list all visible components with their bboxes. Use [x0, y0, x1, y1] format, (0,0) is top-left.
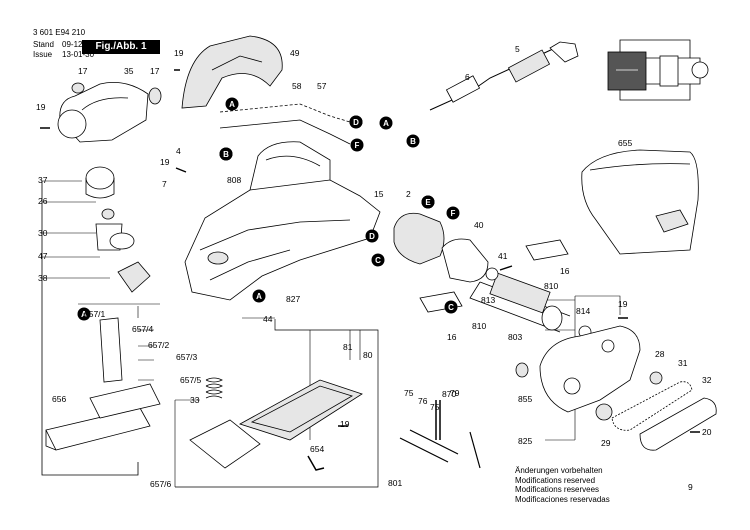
part-label-40: 654 [310, 444, 324, 454]
part-label-16: 20 [702, 427, 712, 437]
part-label-47: 657/5 [180, 375, 202, 385]
part-label-26: 38 [38, 273, 48, 283]
connector-d-10: D [365, 229, 379, 243]
part-label-17: 26 [38, 196, 48, 206]
connector-a-2: A [252, 289, 266, 303]
svg-text:E: E [425, 198, 431, 207]
note-es: Modificaciones reservadas [515, 494, 610, 504]
part-label-38: 80 [363, 350, 373, 360]
note-fr: Modifications reservees [515, 485, 600, 495]
part-label-27: 40 [474, 220, 484, 230]
connector-c-7: C [371, 253, 385, 267]
part-label-36: 76 [418, 396, 428, 406]
part-label-20: 30 [38, 228, 48, 238]
part-label-30: 47 [38, 251, 48, 261]
notes: Änderungen vorbehalten Modifications res… [515, 466, 610, 504]
part-label-52: 810 [544, 281, 558, 291]
connector-a-3: A [77, 307, 91, 321]
svg-text:F: F [355, 141, 360, 150]
part-label-28: 41 [498, 251, 508, 261]
part-label-44: 657/2 [148, 340, 170, 350]
part-label-1: 4 [176, 146, 181, 156]
connector-f-15: F [446, 206, 460, 220]
part-label-7: 16 [560, 266, 570, 276]
svg-text:C: C [375, 256, 381, 265]
part-label-35: 75 [430, 402, 440, 412]
note-en: Modifications reserved [515, 475, 596, 485]
part-label-53: 810 [472, 321, 486, 331]
part-label-21: 31 [678, 358, 688, 368]
part-label-25: 37 [38, 175, 48, 185]
connector-a-1: A [379, 116, 393, 130]
part-label-11: 19 [36, 102, 46, 112]
part-label-8: 16 [447, 332, 457, 342]
svg-text:C: C [448, 303, 454, 312]
part-label-4: 7 [162, 179, 167, 189]
part-label-19: 29 [601, 438, 611, 448]
part-label-33: 58 [292, 81, 302, 91]
part-label-13: 19 [160, 157, 170, 167]
part-label-50: 803 [508, 332, 522, 342]
figure-label: Fig./Abb. 1 [82, 40, 160, 54]
connector-a-0: A [225, 97, 239, 111]
svg-text:D: D [369, 232, 375, 241]
part-label-46: 657/4 [132, 324, 154, 334]
part-label-57: 827 [286, 294, 300, 304]
part-label-49: 801 [388, 478, 402, 488]
part-label-14: 19 [618, 299, 628, 309]
connector-b-6: B [219, 147, 233, 161]
part-label-34: 75 [404, 388, 414, 398]
connector-b-5: B [406, 134, 420, 148]
part-label-23: 33 [190, 395, 200, 405]
part-label-43: 657/1 [84, 309, 106, 319]
svg-text:A: A [229, 100, 235, 109]
part-label-42: 656 [52, 394, 66, 404]
part-label-39: 81 [343, 342, 353, 352]
connector-d-11: D [349, 115, 363, 129]
part-label-45: 657/3 [176, 352, 198, 362]
part-label-29: 44 [263, 314, 273, 324]
connector-c-8: C [444, 300, 458, 314]
part-label-32: 57 [317, 81, 327, 91]
part-label-56: 825 [518, 436, 532, 446]
issue-value: 13-01-30 [62, 50, 95, 59]
doc-number: 3 601 E94 210 [33, 28, 86, 37]
part-label-37: 79 [450, 388, 460, 398]
svg-text:A: A [383, 119, 389, 128]
svg-text:B: B [223, 150, 229, 159]
part-label-54: 813 [481, 295, 495, 305]
note-de: Änderungen vorbehalten [515, 466, 603, 475]
connector-f-14: F [350, 138, 364, 152]
part-label-41: 655 [618, 138, 632, 148]
part-label-31: 49 [290, 48, 300, 58]
part-label-15: 19 [340, 419, 350, 429]
stand-label: Stand [33, 40, 54, 49]
part-label-51: 808 [227, 175, 241, 185]
svg-text:F: F [451, 209, 456, 218]
connector-e-13: E [421, 195, 435, 209]
part-label-3: 6 [465, 72, 470, 82]
part-label-18: 28 [655, 349, 665, 359]
stand-value: 09-12 [62, 40, 83, 49]
part-label-9: 17 [78, 66, 88, 76]
issue-label: Issue [33, 50, 53, 59]
part-label-22: 32 [702, 375, 712, 385]
part-label-6: 15 [374, 189, 384, 199]
part-label-48: 657/6 [150, 479, 172, 489]
svg-text:B: B [410, 137, 416, 146]
part-label-59: 870 [442, 389, 456, 399]
svg-text:A: A [256, 292, 262, 301]
svg-text:A: A [81, 310, 87, 319]
part-label-2: 5 [515, 44, 520, 54]
part-label-12: 19 [174, 48, 184, 58]
part-label-55: 814 [576, 306, 590, 316]
part-label-58: 855 [518, 394, 532, 404]
part-label-5: 9 [688, 482, 693, 492]
part-label-24: 35 [124, 66, 134, 76]
part-label-0: 2 [406, 189, 411, 199]
part-label-10: 17 [150, 66, 160, 76]
svg-text:D: D [353, 118, 359, 127]
